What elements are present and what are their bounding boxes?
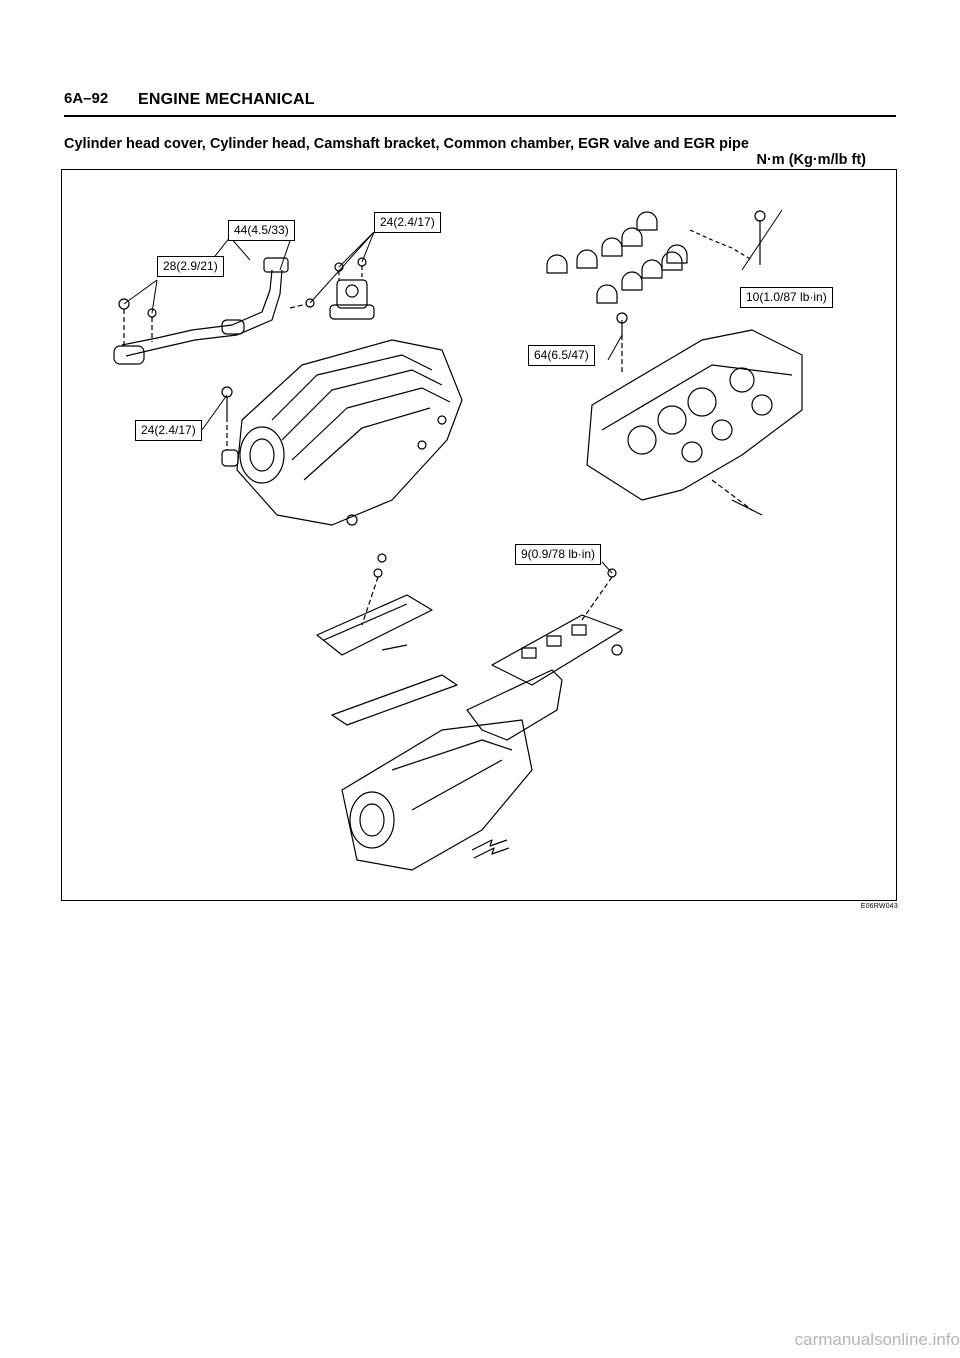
torque-label-egr-pipe-bolt: 44(4.5/33)	[228, 220, 295, 241]
watermark[interactable]: carmanualsonline.info	[794, 1330, 960, 1349]
torque-units: N·m (Kg·m/lb ft)	[756, 152, 866, 168]
exploded-view-figure: 44(4.5/33) 24(2.4/17) 28(2.9/21) 10(1.0/…	[61, 169, 897, 901]
section-title: ENGINE MECHANICAL	[138, 91, 315, 108]
header-rule	[64, 115, 896, 117]
page-header: 6A–92 ENGINE MECHANICAL	[64, 88, 896, 118]
cylinder-head-cover-left	[316, 553, 433, 656]
head-cover-gasket-right	[466, 669, 563, 741]
torque-label-common-chamber-bolt: 24(2.4/17)	[135, 420, 202, 441]
head-cover-gasket-left	[331, 674, 458, 726]
torque-label-head-cover-bolt: 9(0.9/78 lb·in)	[515, 544, 602, 565]
leader-lines	[123, 209, 783, 574]
egr-pipe	[113, 257, 315, 365]
egr-valve	[329, 257, 375, 320]
figure-id: E06RW043	[860, 903, 898, 910]
cylinder-head	[586, 312, 803, 516]
exploded-view-drawing	[113, 209, 803, 871]
common-chamber	[221, 339, 463, 526]
page-number: 6A–92	[64, 90, 109, 107]
figure-caption: Cylinder head cover, Cylinder head, Cams…	[64, 136, 749, 152]
cylinder-head-cover-right	[491, 568, 623, 686]
front-arrow	[471, 839, 510, 859]
torque-label-cylinder-head-bolt: 64(6.5/47)	[528, 345, 595, 366]
torque-label-camshaft-bracket-bolt: 10(1.0/87 lb·in)	[740, 287, 833, 308]
torque-label-egr-pipe-flange: 28(2.9/21)	[157, 256, 224, 277]
camshaft-brackets	[546, 210, 766, 304]
torque-label-egr-valve-nuts: 24(2.4/17)	[374, 212, 441, 233]
cylinder-block	[341, 719, 533, 871]
